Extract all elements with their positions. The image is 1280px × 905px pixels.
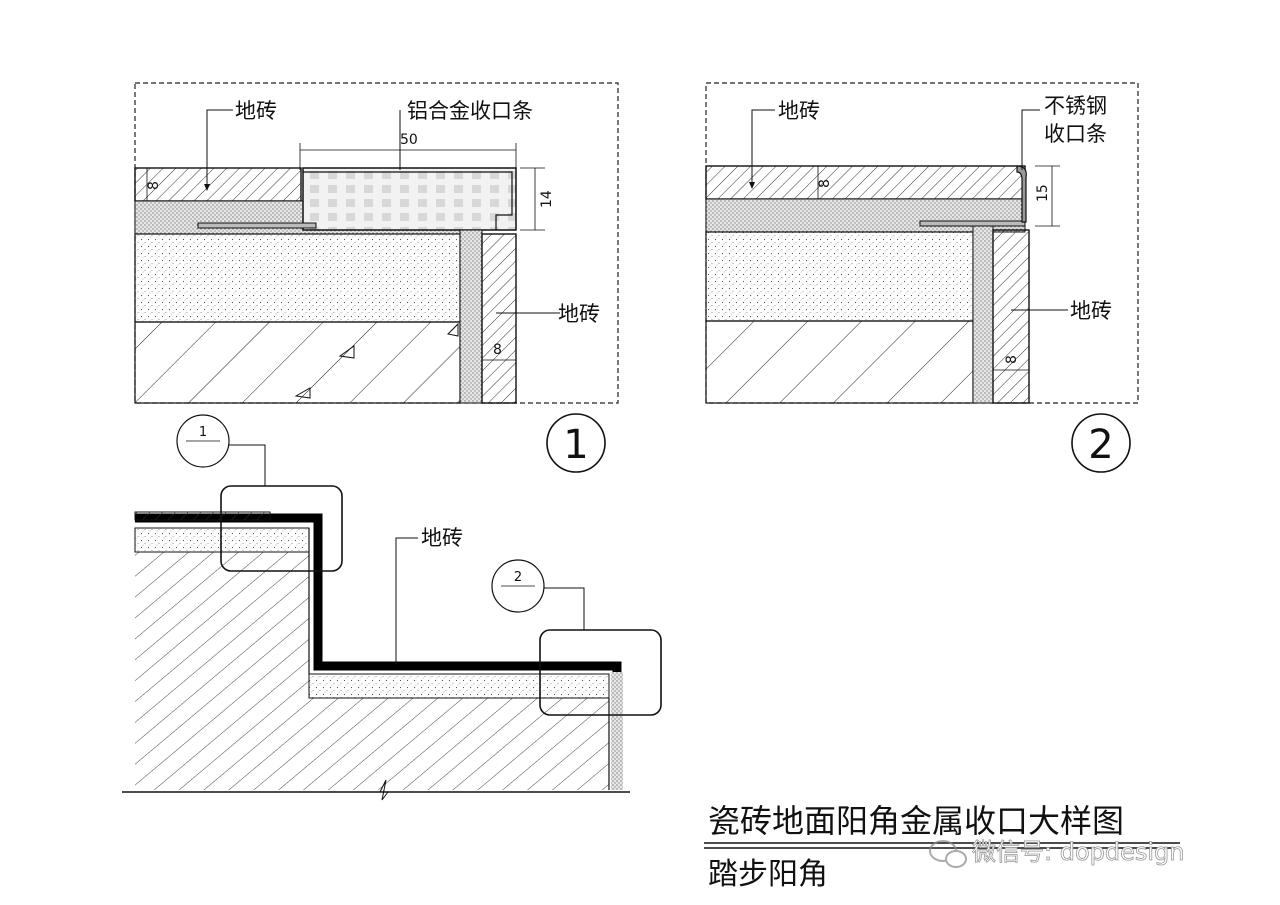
detail-1-dim-width: 50 xyxy=(400,132,418,148)
detail-2-structure xyxy=(705,320,974,404)
detail-2-dim-side-thk: 8 xyxy=(1004,355,1020,364)
detail-2-label-trim-line2: 收口条 xyxy=(1044,122,1107,146)
detail-2-number-circle xyxy=(1071,413,1131,473)
callout-box-1 xyxy=(220,485,343,572)
detail-2-number: 2 xyxy=(1088,422,1113,468)
detail-2-steel-trim-nose xyxy=(1016,165,1027,223)
callout-number-2: 2 xyxy=(514,570,522,585)
detail-2-dim-tile-thk: 8 xyxy=(817,179,833,188)
callout-circle-1 xyxy=(176,414,230,468)
drawing-title: 瓷砖地面阳角金属收口大样图 xyxy=(708,802,1124,840)
detail-1-number-circle xyxy=(546,413,606,473)
detail-2-steel-trim-base xyxy=(919,220,1026,227)
detail-2-label-tile-side: 地砖 xyxy=(1070,299,1112,323)
detail-1-aluminium-trim xyxy=(302,167,517,231)
detail-1-concrete xyxy=(134,233,461,323)
detail-1-dim-tile-thk: 8 xyxy=(146,181,162,190)
detail-2-side-tile xyxy=(992,229,1030,404)
detail-2: 地砖 不锈钢 收口条 地砖 15 8 8 2 xyxy=(705,82,1139,473)
detail-2-side-mortar xyxy=(972,225,994,404)
wechat-icon xyxy=(929,840,967,868)
watermark: 微信号: dopdesign xyxy=(972,838,1184,866)
step-structure xyxy=(135,552,609,790)
callout-circle-2 xyxy=(491,559,545,613)
detail-1-side-tile xyxy=(481,233,517,404)
detail-2-label-tile-top: 地砖 xyxy=(778,99,820,123)
detail-1-number: 1 xyxy=(563,422,588,468)
callout-box-2 xyxy=(539,629,662,716)
detail-1-dim-side-thk: 8 xyxy=(493,342,502,358)
detail-1-label-tile-side: 地砖 xyxy=(558,302,600,326)
detail-1-label-trim: 铝合金收口条 xyxy=(407,99,533,123)
detail-2-label-trim-line1: 不锈钢 xyxy=(1044,94,1107,118)
detail-2-dim-height: 15 xyxy=(1035,184,1051,202)
detail-1-label-tile-top: 地砖 xyxy=(235,99,277,123)
step-section: 1 2 地砖 xyxy=(122,414,662,801)
step-label-tile: 地砖 xyxy=(421,526,463,550)
detail-1-side-mortar xyxy=(459,229,483,404)
detail-1-structure xyxy=(134,321,461,404)
step-lower-mortar xyxy=(308,673,610,699)
drawing-subtitle: 踏步阳角 xyxy=(708,857,828,892)
callout-number-1: 1 xyxy=(199,425,207,440)
detail-1: 地砖 铝合金收口条 地砖 50 14 8 8 1 xyxy=(134,82,619,473)
detail-2-concrete xyxy=(705,231,974,322)
step-upper-mortar xyxy=(134,527,310,553)
title-block: 瓷砖地面阳角金属收口大样图 踏步阳角 微信号: dopdesign xyxy=(704,802,1185,892)
detail-1-dim-height: 14 xyxy=(539,190,555,208)
